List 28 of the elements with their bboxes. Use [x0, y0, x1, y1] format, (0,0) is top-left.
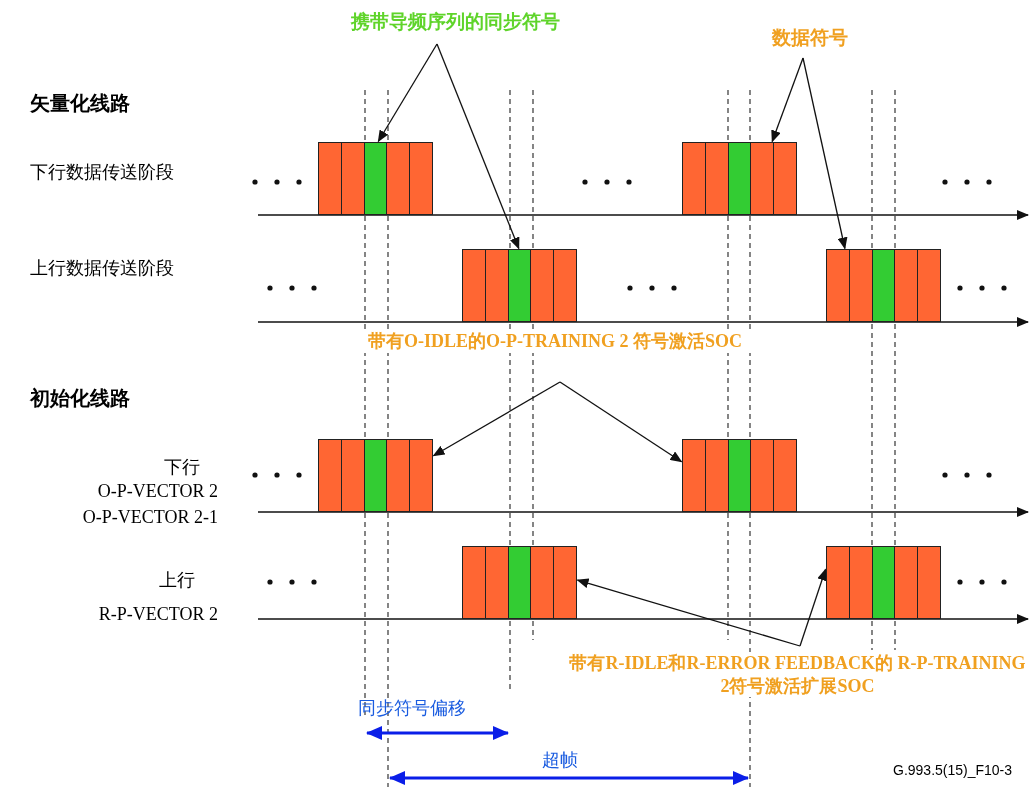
leader-line — [436, 43, 520, 250]
row-label: 下行 — [164, 456, 200, 479]
leader-line — [802, 57, 848, 250]
row-label: 上行 — [159, 569, 195, 592]
symbol-block — [826, 249, 941, 322]
section-heading: 矢量化线路 — [30, 90, 130, 117]
row-label: 上行数据传送阶段 — [30, 257, 174, 280]
row-label: O-P-VECTOR 2 — [97, 481, 218, 502]
symbol-block — [682, 142, 797, 215]
leader-line — [771, 57, 804, 143]
symbol-block — [318, 142, 433, 215]
symbol-block — [826, 546, 941, 619]
symbol-block — [318, 439, 433, 512]
symbol-block — [682, 439, 797, 512]
row-label: R-P-VECTOR 2 — [98, 604, 218, 625]
figure-id: G.993.5(15)_F10-3 — [893, 762, 1013, 778]
symbol-block — [462, 546, 577, 619]
symbol-block — [462, 249, 577, 322]
row-label: O-P-VECTOR 2-1 — [82, 507, 218, 528]
section-heading: 初始化线路 — [30, 385, 130, 412]
leader-line — [799, 568, 827, 647]
dimension-label: 超帧 — [542, 749, 578, 772]
leader-line — [432, 381, 561, 457]
leader-line — [377, 43, 438, 143]
leader-line — [576, 578, 801, 647]
leader-line — [559, 381, 683, 463]
dimension-label: 同步符号偏移 — [358, 697, 466, 720]
row-label: 下行数据传送阶段 — [30, 161, 174, 184]
